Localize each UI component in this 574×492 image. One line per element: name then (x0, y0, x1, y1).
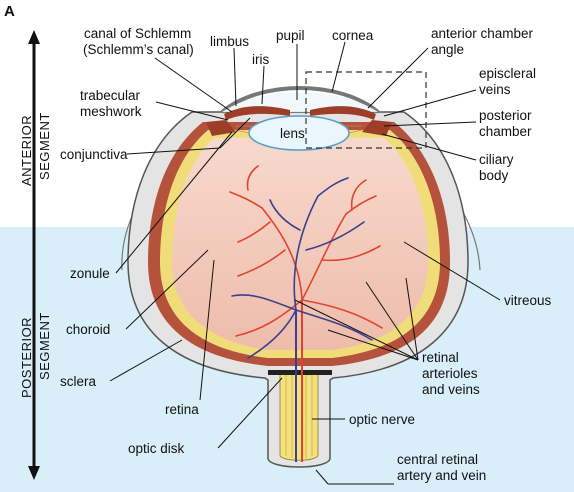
label-optic-disk: optic disk (128, 441, 185, 456)
label-central-retinal-2: artery and vein (397, 468, 486, 483)
label-retina: retina (165, 402, 199, 417)
label-pupil: pupil (276, 28, 305, 43)
label-canal-of-schlemm-1: canal of Schlemm (84, 26, 191, 41)
label-zonule: zonule (70, 266, 110, 281)
label-posterior-chamber-2: chamber (479, 124, 532, 139)
label-vitreous: vitreous (504, 293, 552, 308)
label-sclera: sclera (60, 374, 97, 389)
label-episcleral-veins-2: veins (479, 82, 511, 97)
label-posterior-chamber-1: posterior (479, 108, 532, 123)
label-conjunctiva: conjunctiva (60, 147, 128, 162)
anterior-segment-label-2: SEGMENT (37, 112, 52, 180)
label-trabecular-meshwork-1: trabecular (80, 88, 141, 103)
label-retinal-vessels-3: and veins (422, 382, 480, 397)
label-episcleral-veins-1: episcleral (479, 66, 536, 81)
posterior-segment-label-2: SEGMENT (37, 312, 52, 380)
label-retinal-vessels-2: arterioles (422, 366, 478, 381)
label-lens: lens (280, 126, 305, 141)
label-trabecular-meshwork-2: meshwork (80, 104, 142, 119)
label-optic-nerve: optic nerve (349, 412, 415, 427)
label-choroid: choroid (66, 322, 110, 337)
posterior-segment-label-1: POSTERIOR (19, 317, 34, 398)
label-anterior-chamber-angle-1: anterior chamber (431, 26, 534, 41)
label-anterior-chamber-angle-2: angle (431, 42, 464, 57)
label-ciliary-body-2: body (479, 168, 509, 183)
label-ciliary-body-1: ciliary (479, 152, 514, 167)
label-retinal-vessels-1: retinal (422, 350, 459, 365)
label-central-retinal-1: central retinal (397, 452, 478, 467)
panel-letter: A (4, 3, 15, 20)
label-canal-of-schlemm-2: (Schlemm’s canal) (83, 42, 194, 57)
label-cornea: cornea (332, 28, 374, 43)
label-iris: iris (252, 52, 269, 67)
anterior-segment-label-1: ANTERIOR (19, 115, 34, 186)
label-limbus: limbus (210, 34, 249, 49)
optic-disk (268, 370, 332, 375)
